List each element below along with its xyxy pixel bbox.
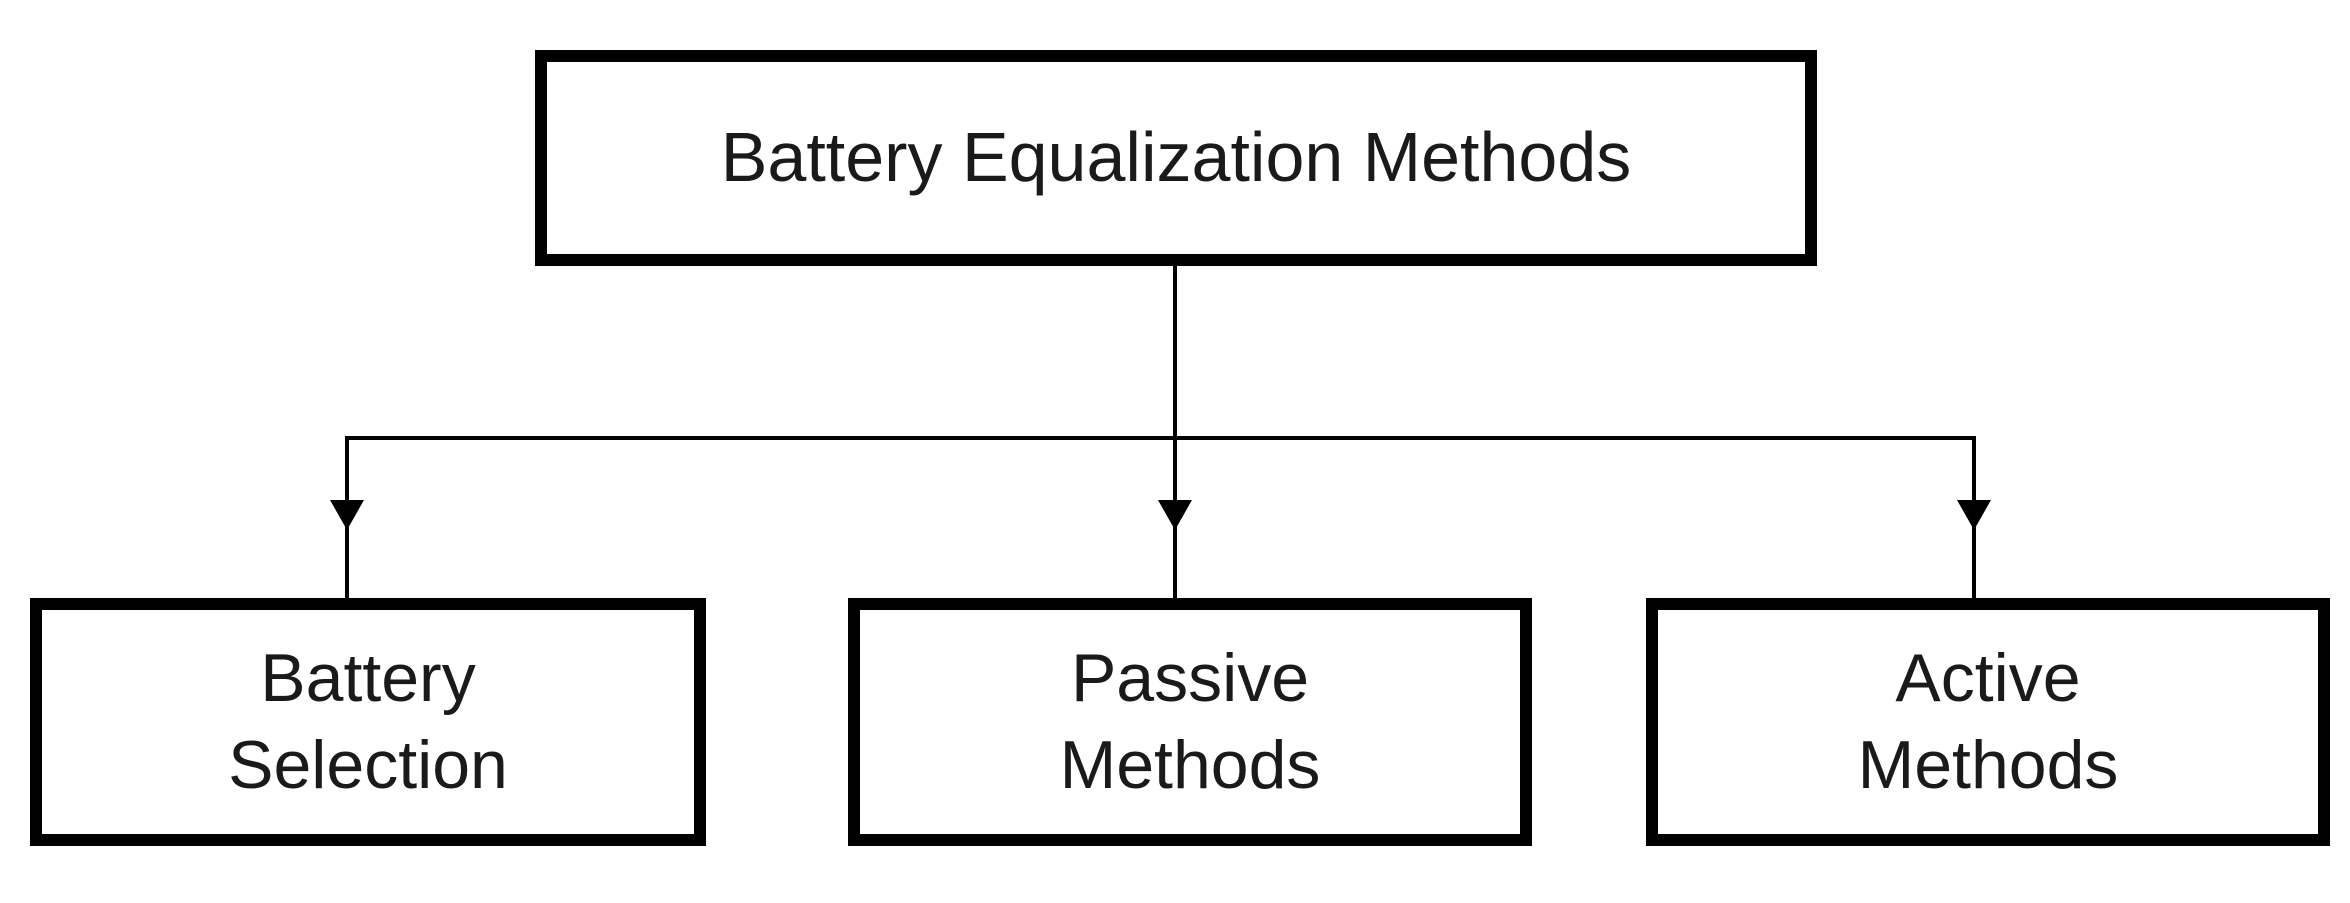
- node-label: Active Methods: [1857, 639, 2119, 803]
- node-active-methods: Active Methods: [1646, 598, 2330, 846]
- arrowhead-down-icon: [1957, 500, 1991, 530]
- node-root-label: Battery Equalization Methods: [720, 118, 1632, 197]
- node-label: Battery Selection: [228, 639, 508, 803]
- node-label: Passive Methods: [1059, 639, 1321, 803]
- arrowhead-down-icon: [330, 500, 364, 530]
- node-battery-selection: Battery Selection: [30, 598, 706, 846]
- connector-root-stem: [1173, 262, 1177, 436]
- connector-horizontal-rail: [345, 436, 1976, 440]
- node-battery-equalization-methods: Battery Equalization Methods: [535, 50, 1817, 266]
- node-passive-methods: Passive Methods: [848, 598, 1532, 846]
- arrowhead-down-icon: [1158, 500, 1192, 530]
